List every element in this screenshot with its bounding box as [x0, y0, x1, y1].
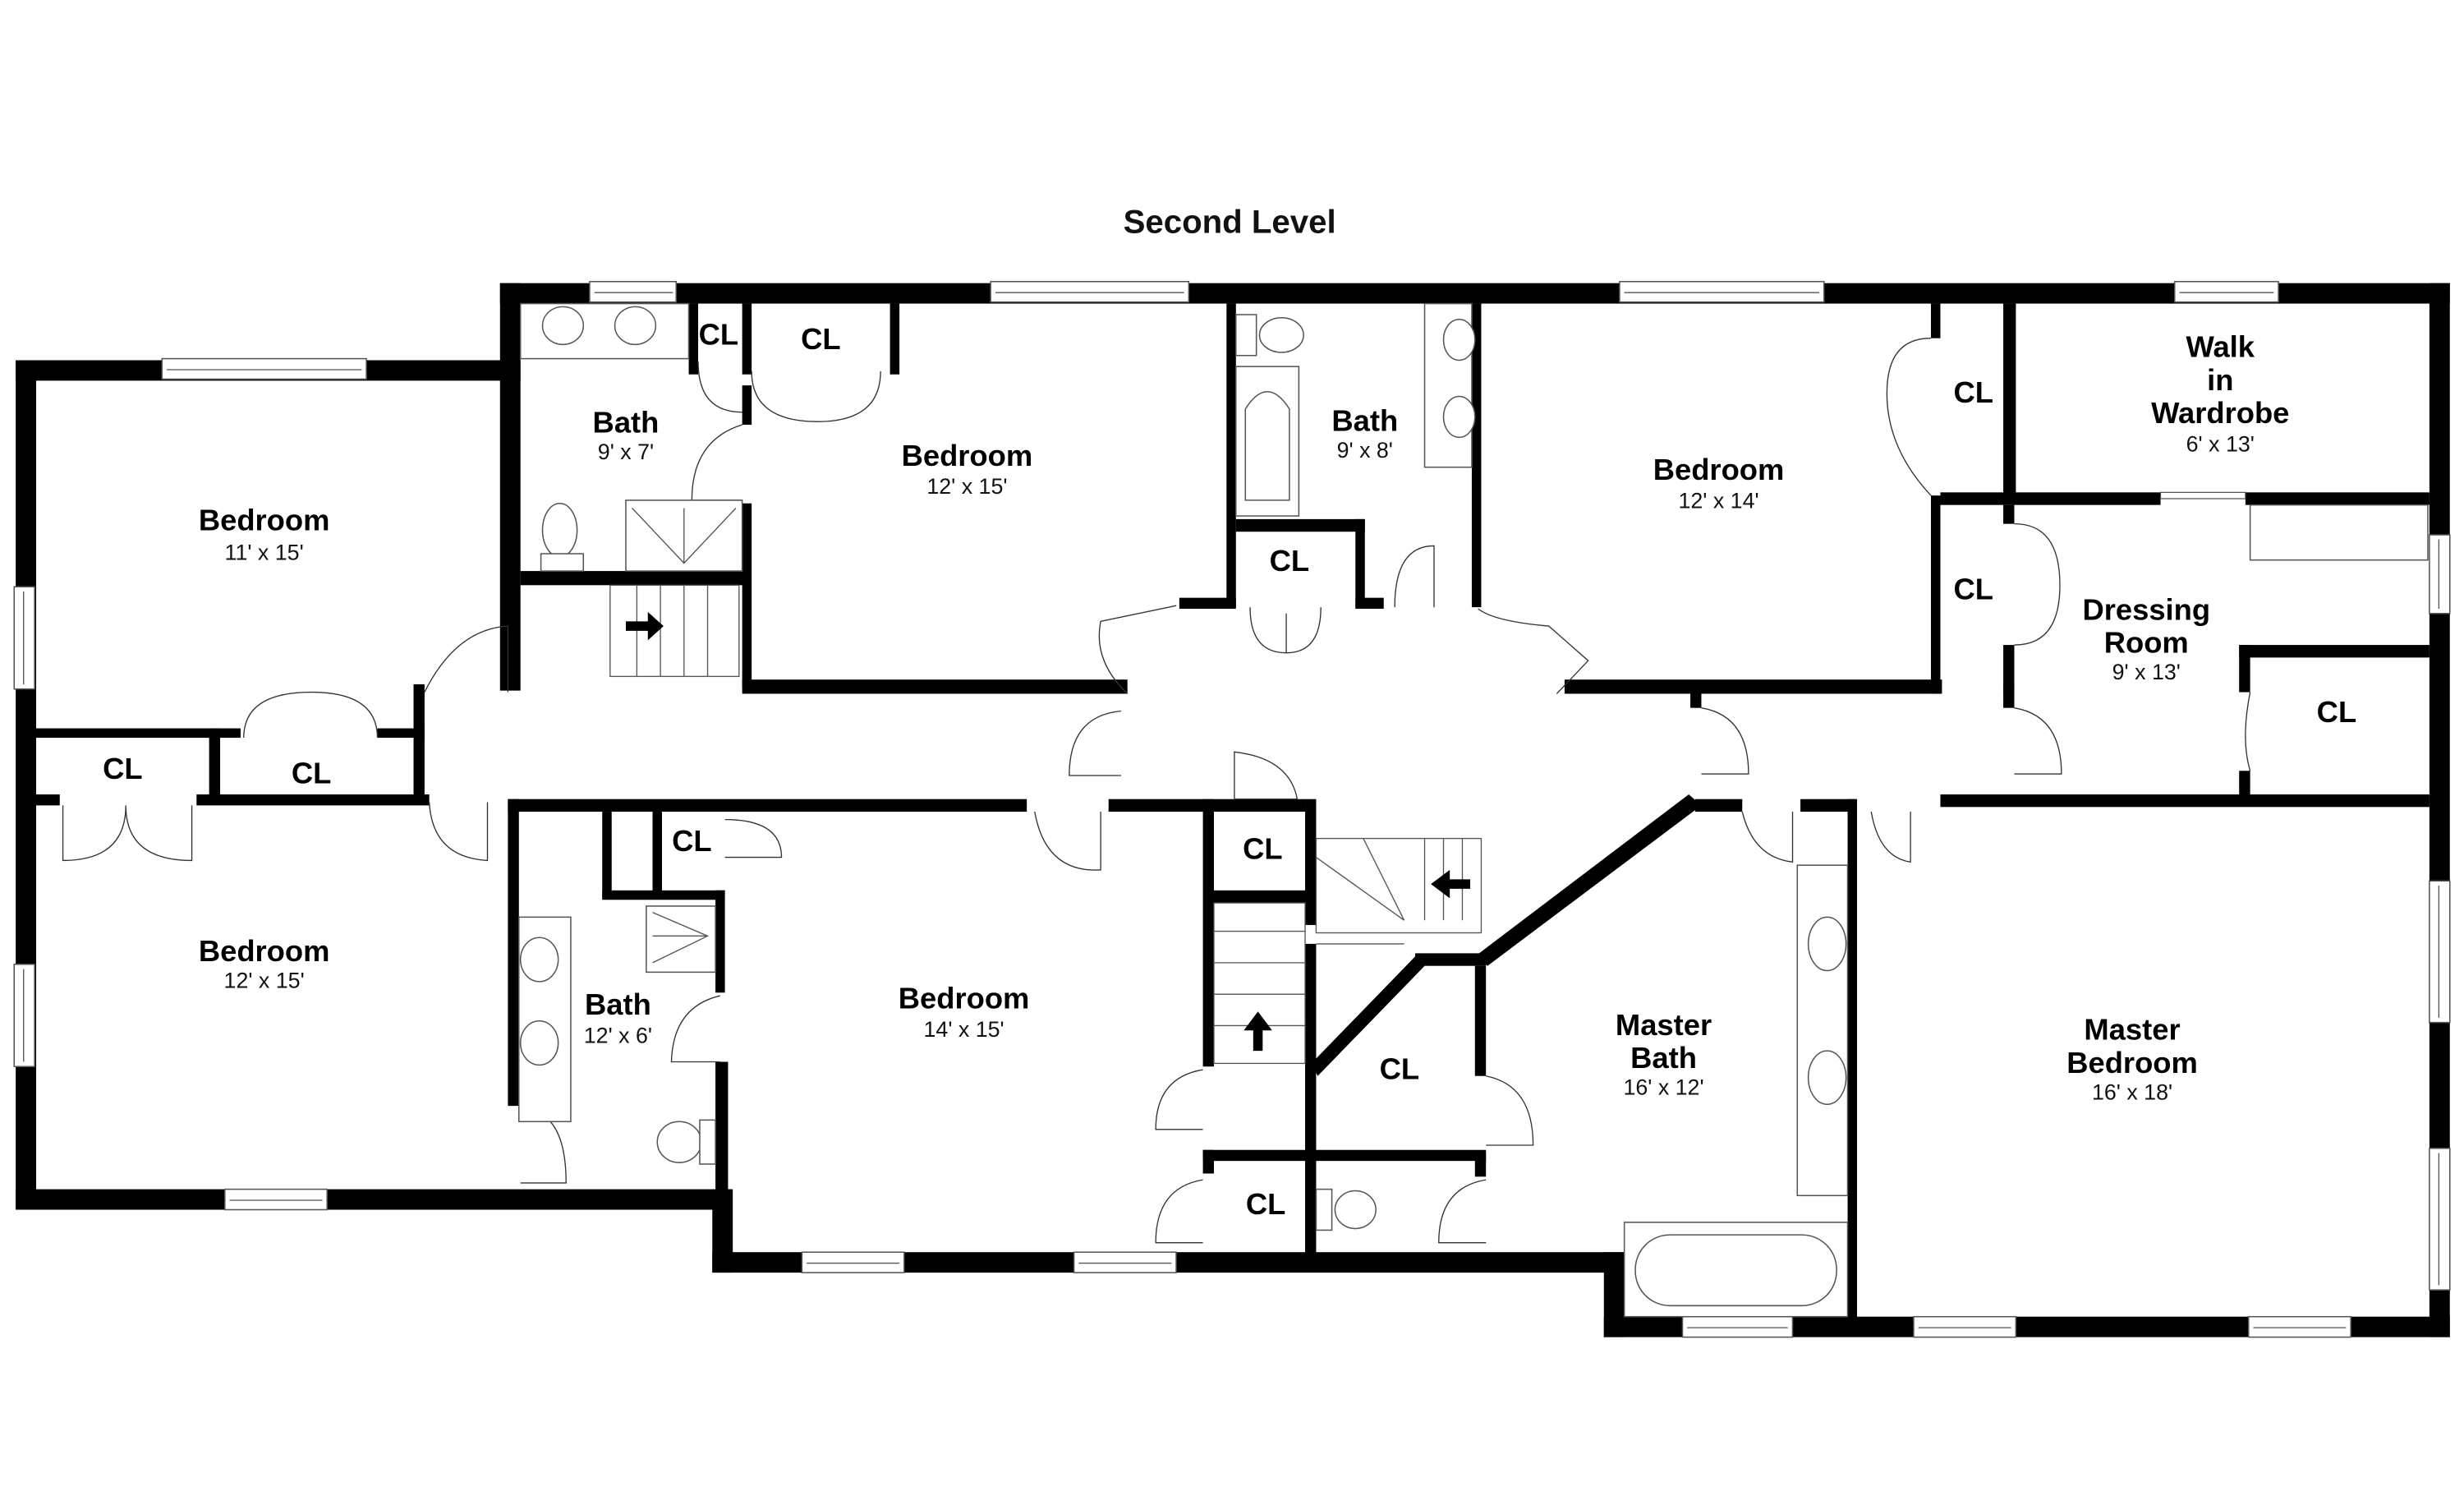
svg-text:Room: Room — [2104, 626, 2189, 660]
closet-label[interactable]: CL — [1380, 1052, 1419, 1086]
interior-walls — [36, 303, 2430, 1319]
room-walk-in-wardrobe[interactable]: Walk in Wardrobe 6' x 13' — [2151, 330, 2289, 457]
closet-label[interactable]: CL — [1246, 1187, 1285, 1221]
svg-text:Bath: Bath — [1331, 404, 1398, 438]
stairs — [609, 584, 1483, 1065]
svg-text:Master: Master — [2084, 1013, 2180, 1047]
closet-label[interactable]: CL — [103, 752, 142, 785]
bathtub-icon — [1244, 391, 1290, 501]
svg-text:12' x 15': 12' x 15' — [224, 969, 305, 993]
closet-label[interactable]: CL — [672, 824, 711, 858]
svg-text:Bedroom: Bedroom — [902, 439, 1033, 472]
closet-label[interactable]: CL — [1953, 573, 1993, 606]
svg-text:11' x 15': 11' x 15' — [225, 541, 304, 565]
svg-text:Bath: Bath — [593, 406, 660, 440]
toilet-icon — [541, 502, 578, 558]
svg-text:Wardrobe: Wardrobe — [2151, 396, 2289, 430]
sink-icon — [1807, 1050, 1847, 1105]
stair-arrow-left-icon — [1431, 869, 1471, 899]
closet-label[interactable]: CL — [1953, 375, 1993, 409]
svg-text:in: in — [2207, 363, 2233, 397]
closet-label[interactable]: CL — [699, 317, 738, 351]
sink-icon — [1807, 916, 1847, 972]
svg-text:Master: Master — [1616, 1008, 1712, 1042]
closet-label[interactable]: CL — [1270, 544, 1309, 578]
sink-icon — [541, 306, 585, 346]
sink-icon — [614, 306, 657, 346]
room-dressing-room[interactable]: Dressing Room 9' x 13' — [2082, 592, 2210, 684]
svg-text:Bedroom: Bedroom — [199, 934, 330, 968]
closet-labels: CL CL CL CL CL CL CL CL CL CL CL CL — [103, 317, 2356, 1221]
toilet-icon — [1334, 1190, 1377, 1230]
windows — [13, 280, 2451, 1338]
room-bedroom-n[interactable]: Bedroom 12' x 15' — [902, 439, 1033, 499]
sink-icon — [519, 1020, 559, 1066]
svg-text:Bedroom: Bedroom — [199, 503, 330, 536]
svg-text:12' x 14': 12' x 14' — [1678, 488, 1758, 513]
toilet-icon — [1258, 317, 1304, 353]
closet-label[interactable]: CL — [292, 757, 331, 790]
room-labels: Bedroom 11' x 15' Bath 9' x 7' Bedroom 1… — [199, 330, 2290, 1105]
svg-text:Bedroom: Bedroom — [899, 981, 1030, 1015]
room-master-bath[interactable]: Master Bath 16' x 12' — [1616, 1008, 1712, 1100]
stair-arrow-up-icon — [1243, 1011, 1272, 1052]
svg-text:Bath: Bath — [585, 987, 651, 1021]
closet-label[interactable]: CL — [801, 322, 840, 356]
closet-label[interactable]: CL — [2317, 695, 2356, 729]
svg-text:Dressing: Dressing — [2082, 592, 2210, 626]
room-bedroom-s[interactable]: Bedroom 14' x 15' — [899, 981, 1030, 1041]
toilet-icon — [656, 1121, 702, 1163]
svg-text:6' x 13': 6' x 13' — [2186, 432, 2255, 457]
room-bedroom-ne[interactable]: Bedroom 12' x 14' — [1653, 453, 1785, 513]
room-bath-nw[interactable]: Bath 9' x 7' — [593, 406, 660, 465]
room-bedroom-nw[interactable]: Bedroom 11' x 15' — [199, 503, 330, 564]
sink-icon — [1442, 395, 1476, 439]
svg-text:Walk: Walk — [2186, 330, 2255, 364]
svg-text:16' x 12': 16' x 12' — [1623, 1075, 1703, 1100]
sink-icon — [1442, 318, 1476, 361]
plan-title: Second Level — [1124, 203, 1336, 240]
bathtub-icon — [1634, 1234, 1837, 1307]
svg-text:12' x 6': 12' x 6' — [584, 1024, 652, 1048]
room-master-bedroom[interactable]: Master Bedroom 16' x 18' — [2066, 1013, 2198, 1105]
closet-label[interactable]: CL — [1243, 831, 1282, 865]
svg-text:14' x 15': 14' x 15' — [924, 1017, 1004, 1042]
svg-text:Bedroom: Bedroom — [1653, 453, 1785, 486]
sink-icon — [519, 937, 559, 983]
fixtures — [518, 302, 2429, 1318]
svg-text:Bedroom: Bedroom — [2066, 1046, 2198, 1079]
stair-arrow-right-icon — [625, 611, 664, 641]
room-bath-sw[interactable]: Bath 12' x 6' — [584, 987, 652, 1047]
svg-text:9' x 13': 9' x 13' — [2112, 660, 2181, 684]
svg-text:16' x 18': 16' x 18' — [2092, 1079, 2172, 1104]
svg-text:9' x 7': 9' x 7' — [598, 440, 654, 464]
doors — [62, 338, 2251, 1244]
svg-text:Bath: Bath — [1630, 1041, 1697, 1075]
svg-text:12' x 15': 12' x 15' — [926, 474, 1007, 499]
room-bedroom-sw[interactable]: Bedroom 12' x 15' — [199, 934, 330, 993]
svg-text:9' x 8': 9' x 8' — [1337, 438, 1393, 463]
room-bath-n[interactable]: Bath 9' x 8' — [1331, 404, 1398, 463]
